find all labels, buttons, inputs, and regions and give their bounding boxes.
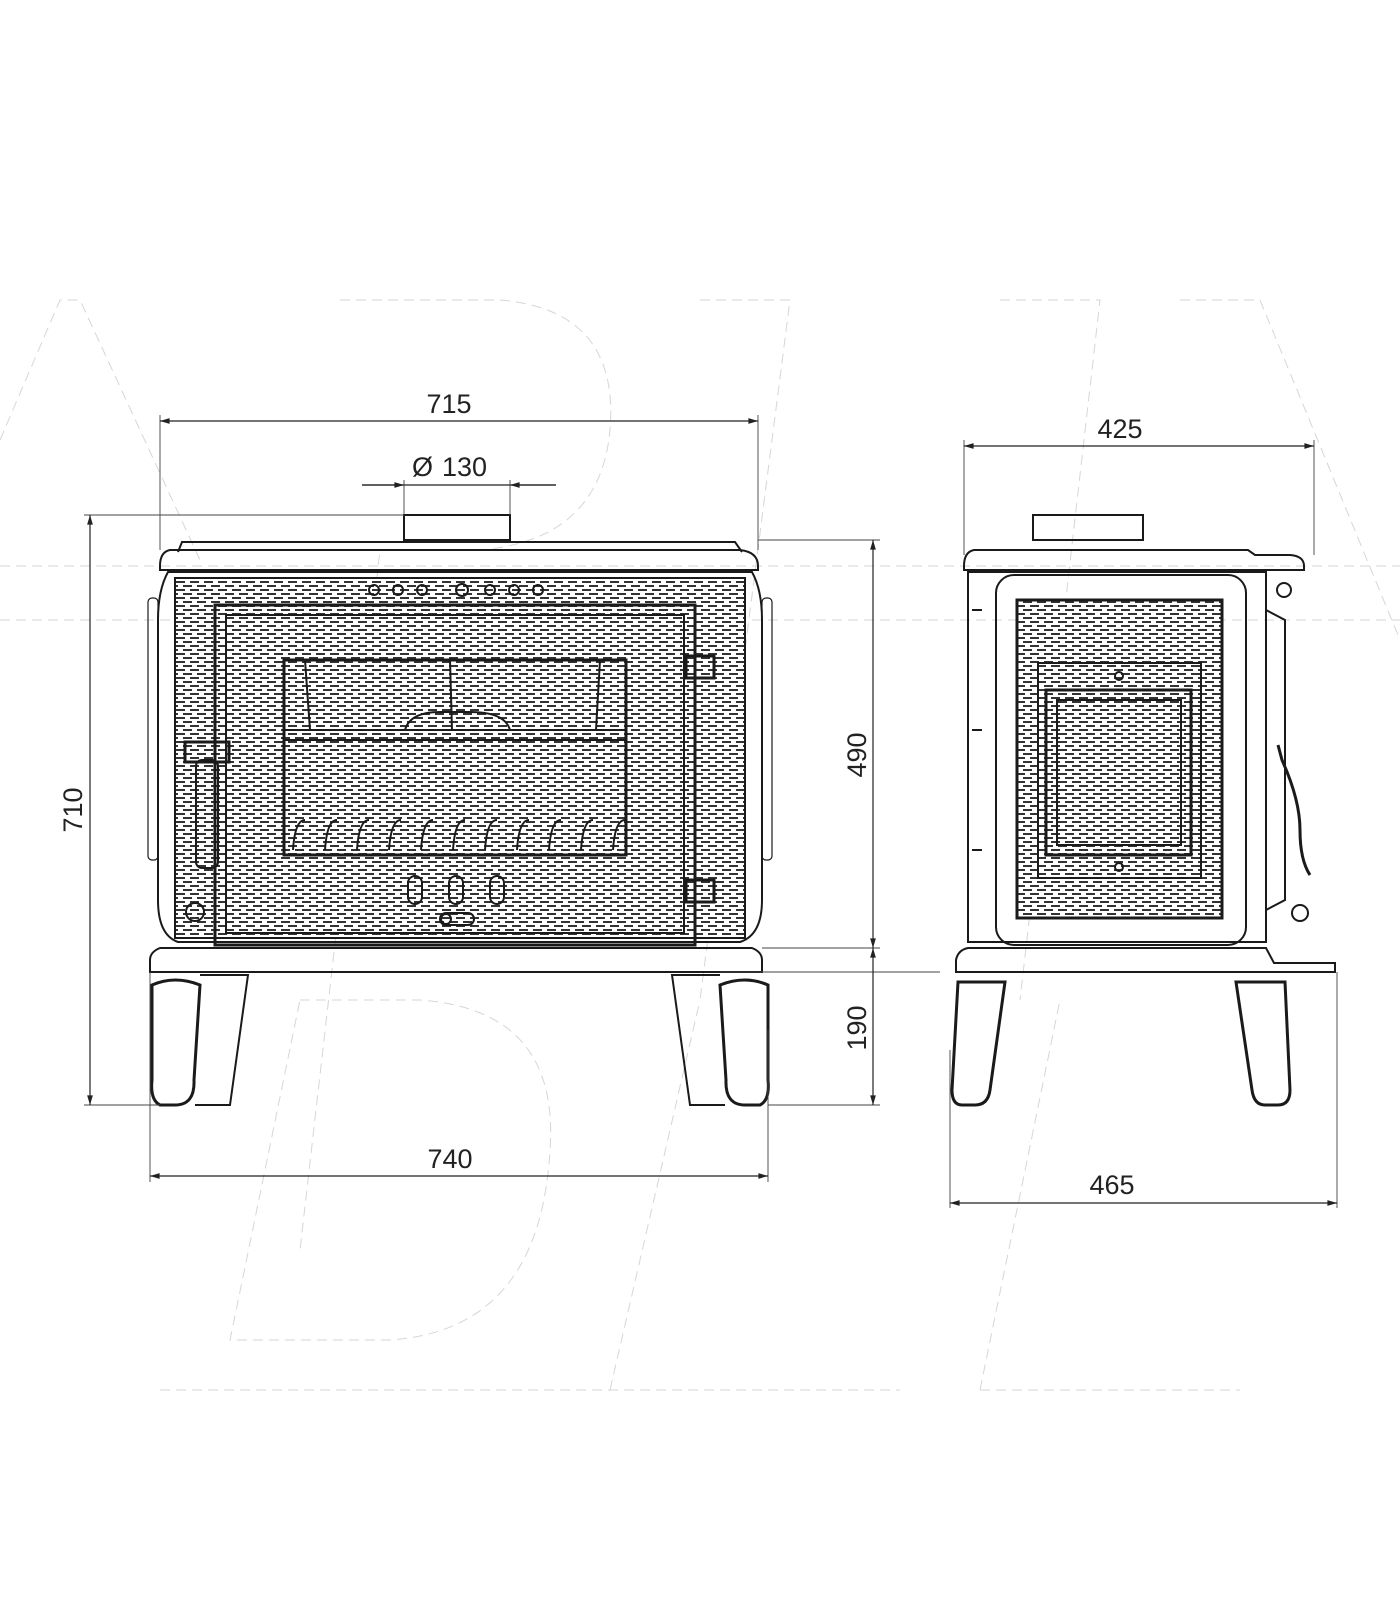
side-view <box>950 514 1336 1107</box>
door-hinges <box>684 654 716 904</box>
side-base-plate <box>955 947 1336 973</box>
side-window <box>1044 688 1193 857</box>
front-left-leg <box>150 978 202 1107</box>
bottom-air-vents <box>407 875 505 926</box>
flue-collar <box>403 514 511 541</box>
door-handle <box>183 740 231 869</box>
side-top-plate <box>963 549 1305 571</box>
door-glass <box>282 658 628 857</box>
dim-depth-base: 465 <box>1089 1170 1134 1200</box>
dim-height-body: 490 <box>842 732 872 777</box>
front-right-leg <box>718 978 770 1107</box>
top-air-vents <box>368 583 544 597</box>
dimensions: 715 Ø 130 710 490 190 740 425 465 <box>58 389 1338 1208</box>
dim-depth-top: 425 <box>1097 414 1142 444</box>
diameter-symbol: Ø <box>412 452 433 482</box>
front-view <box>147 514 773 1107</box>
door <box>213 603 697 947</box>
side-body <box>967 571 1267 943</box>
side-flue-collar <box>1032 514 1144 541</box>
dim-height-total: 710 <box>58 787 88 832</box>
dim-width-base: 740 <box>427 1144 472 1174</box>
top-plate <box>159 549 759 571</box>
side-rear-leg <box>1234 980 1292 1107</box>
base-plate <box>149 947 763 973</box>
side-handle <box>1276 744 1312 876</box>
dim-flue-diameter: 130 <box>442 452 487 482</box>
dim-width-top: 715 <box>426 389 471 419</box>
log-holder <box>404 711 511 731</box>
side-front-leg <box>950 980 1007 1107</box>
grate-bars <box>292 819 626 851</box>
dim-height-legs: 190 <box>842 1005 872 1050</box>
brick-surround <box>174 577 746 939</box>
